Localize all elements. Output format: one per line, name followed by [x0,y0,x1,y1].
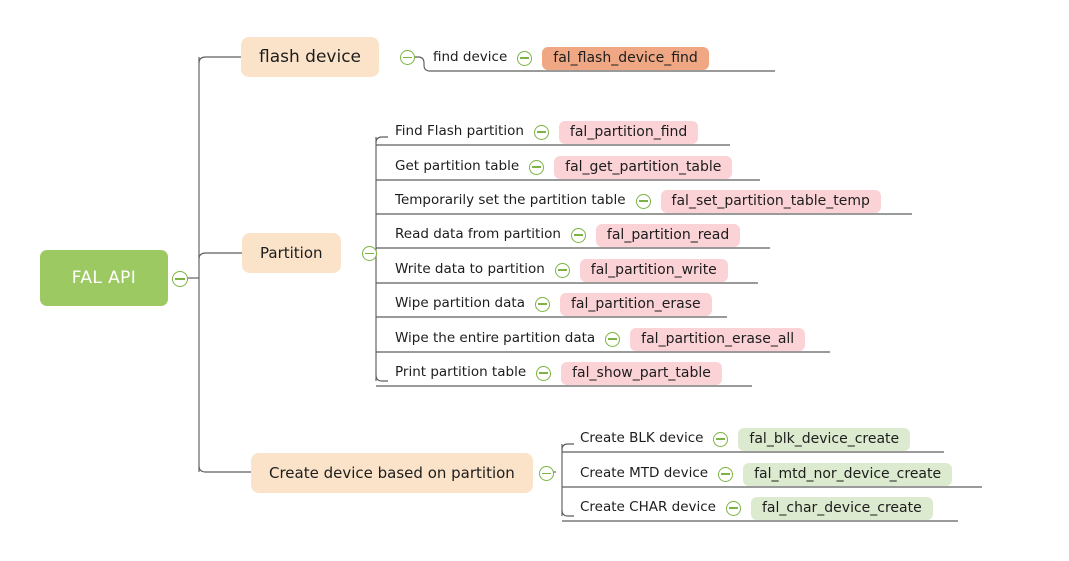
leaf-row-write-data-to-partition[interactable]: Write data to partition fal_partition_wr… [395,257,728,283]
api-badge[interactable]: fal_set_partition_table_temp [660,189,881,213]
leaf-row-wipe-entire-partition-data[interactable]: Wipe the entire partition data fal_parti… [395,326,806,352]
collapse-toggle-leaf[interactable] [529,159,545,175]
leaf-row-read-data-from-partition[interactable]: Read data from partition fal_partition_r… [395,222,741,248]
leaf-label: Write data to partition [395,261,545,278]
api-badge[interactable]: fal_partition_erase_all [630,327,806,351]
leaf-row-wipe-partition-data[interactable]: Wipe partition data fal_partition_erase [395,291,712,317]
api-badge[interactable]: fal_mtd_nor_device_create [743,462,953,486]
collapse-toggle-leaf[interactable] [517,50,533,66]
leaf-label: Get partition table [395,158,520,175]
branch-node-label: Create device based on partition [269,464,515,482]
api-badge[interactable]: fal_partition_write [579,258,728,282]
collapse-toggle-create-device[interactable] [539,466,554,481]
leaf-label: find device [433,49,508,66]
partition-elbow-top [375,136,388,144]
leaf-row-get-partition-table[interactable]: Get partition table fal_get_partition_ta… [395,154,733,180]
leaf-row-print-partition-table[interactable]: Print partition table fal_show_part_tabl… [395,360,722,386]
leaf-row-find-device[interactable]: find device fal_flash_device_find [433,45,709,71]
api-badge[interactable]: fal_partition_read [595,223,741,247]
trunk-elbow-flash [198,56,241,64]
trunk-elbow-partition [198,252,242,260]
trunk-elbow-create [198,465,251,473]
collapse-toggle-leaf[interactable] [534,296,550,312]
collapse-toggle-leaf[interactable] [718,466,734,482]
leaf-label: Find Flash partition [395,123,524,140]
api-badge[interactable]: fal_show_part_table [561,361,722,385]
collapse-toggle-leaf[interactable] [554,262,570,278]
leaf-label: Wipe partition data [395,295,525,312]
create-elbow-bottom [561,509,574,517]
leaf-row-create-char-device[interactable]: Create CHAR device fal_char_device_creat… [580,495,933,521]
collapse-toggle-leaf[interactable] [713,431,729,447]
leaf-label: Create MTD device [580,465,709,482]
leaf-label: Wipe the entire partition data [395,330,596,347]
api-badge[interactable]: fal_partition_erase [559,292,712,316]
create-elbow-top [561,443,574,451]
leaf-label: Print partition table [395,364,527,381]
branch-node-partition[interactable]: Partition [242,233,341,273]
collapse-toggle-leaf[interactable] [536,365,552,381]
branch-node-create-device[interactable]: Create device based on partition [251,453,533,493]
collapse-toggle-leaf[interactable] [725,500,741,516]
api-badge[interactable]: fal_char_device_create [750,496,933,520]
api-badge[interactable]: fal_flash_device_find [542,46,709,70]
leaf-row-temporarily-set-partition-table[interactable]: Temporarily set the partition table fal_… [395,188,881,214]
leaf-label: Read data from partition [395,226,561,243]
partition-elbow-bottom [375,374,388,382]
collapse-toggle-leaf[interactable] [533,124,549,140]
collapse-toggle-leaf[interactable] [570,227,586,243]
leaf-row-create-mtd-device[interactable]: Create MTD device fal_mtd_nor_device_cre… [580,461,953,487]
collapse-toggle-partition[interactable] [362,246,377,261]
branch-node-flash-device[interactable]: flash device [241,37,379,77]
api-badge[interactable]: fal_get_partition_table [554,155,733,179]
leaf-row-create-blk-device[interactable]: Create BLK device fal_blk_device_create [580,426,911,452]
root-node-label: FAL API [71,268,137,288]
leaf-label: Create BLK device [580,430,704,447]
collapse-toggle-leaf[interactable] [605,331,621,347]
root-node-fal-api[interactable]: FAL API [40,250,168,306]
collapse-toggle-flash-device[interactable] [400,50,415,65]
leaf-label: Create CHAR device [580,499,716,516]
branch-node-label: flash device [259,47,361,67]
collapse-toggle-root[interactable] [172,271,188,287]
leaf-row-find-flash-partition[interactable]: Find Flash partition fal_partition_find [395,119,699,145]
api-badge[interactable]: fal_partition_find [558,120,699,144]
branch-node-label: Partition [260,244,323,262]
leaf-label: Temporarily set the partition table [395,192,626,209]
api-badge[interactable]: fal_blk_device_create [738,427,911,451]
collapse-toggle-leaf[interactable] [635,193,651,209]
